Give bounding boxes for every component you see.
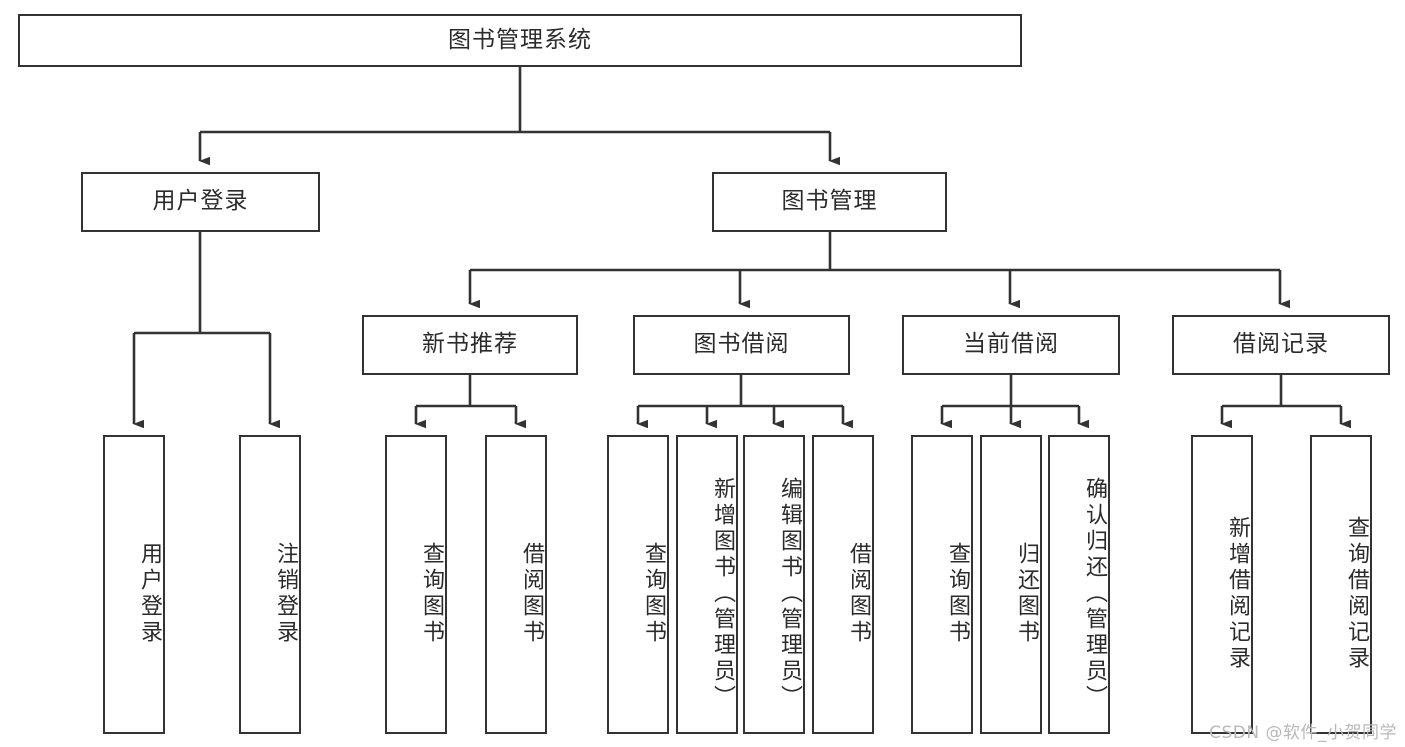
node-book-management[interactable]: 图书管理 xyxy=(712,172,947,232)
leaf-record-query[interactable]: 查询借阅记录 xyxy=(1310,435,1372,734)
node-label: 编辑图书（管理员） xyxy=(777,476,802,711)
node-current-borrow[interactable]: 当前借阅 xyxy=(902,315,1120,375)
node-label: 借阅图书 xyxy=(519,541,544,646)
node-label: 当前借阅 xyxy=(963,331,1059,358)
watermark: CSDN @软件_小贺同学 xyxy=(1209,723,1397,743)
node-label: 查询图书 xyxy=(641,541,666,646)
leaf-current-confirm-return[interactable]: 确认归还（管理员） xyxy=(1048,435,1110,734)
leaf-current-query-book[interactable]: 查询图书 xyxy=(911,435,973,734)
node-label: 新书推荐 xyxy=(422,331,518,358)
leaf-borrow-add-book[interactable]: 新增图书（管理员） xyxy=(676,435,738,734)
node-label: 查询借阅记录 xyxy=(1344,515,1369,672)
node-label: 查询图书 xyxy=(419,541,444,646)
node-book-borrow[interactable]: 图书借阅 xyxy=(633,315,850,375)
leaf-borrow-borrow-book[interactable]: 借阅图书 xyxy=(812,435,874,734)
leaf-record-add[interactable]: 新增借阅记录 xyxy=(1191,435,1253,734)
node-label: 注销登录 xyxy=(273,541,298,646)
leaf-user-login-signin[interactable]: 用户登录 xyxy=(103,435,165,734)
leaf-user-login-signout[interactable]: 注销登录 xyxy=(239,435,301,734)
node-root-system[interactable]: 图书管理系统 xyxy=(18,14,1022,67)
node-label: 确认归还（管理员） xyxy=(1082,476,1107,711)
node-label: 图书管理 xyxy=(781,188,878,215)
leaf-current-return-book[interactable]: 归还图书 xyxy=(980,435,1042,734)
node-label: 用户登录 xyxy=(152,188,249,215)
node-label: 用户登录 xyxy=(137,541,162,646)
leaf-borrow-query-book[interactable]: 查询图书 xyxy=(607,435,669,734)
node-label: 查询图书 xyxy=(945,541,970,646)
node-new-book-recommend[interactable]: 新书推荐 xyxy=(362,315,578,375)
node-borrow-record[interactable]: 借阅记录 xyxy=(1172,315,1390,375)
leaf-borrow-edit-book[interactable]: 编辑图书（管理员） xyxy=(743,435,805,734)
leaf-new-book-borrow[interactable]: 借阅图书 xyxy=(485,435,547,734)
node-user-login[interactable]: 用户登录 xyxy=(81,172,320,232)
node-label: 借阅图书 xyxy=(846,541,871,646)
node-label: 图书借阅 xyxy=(693,331,790,358)
leaf-new-book-query[interactable]: 查询图书 xyxy=(385,435,447,734)
node-label: 归还图书 xyxy=(1014,541,1039,646)
node-label: 借阅记录 xyxy=(1233,331,1329,358)
node-label: 图书管理系统 xyxy=(448,26,592,53)
node-label: 新增图书（管理员） xyxy=(710,476,735,711)
node-label: 新增借阅记录 xyxy=(1225,515,1250,672)
